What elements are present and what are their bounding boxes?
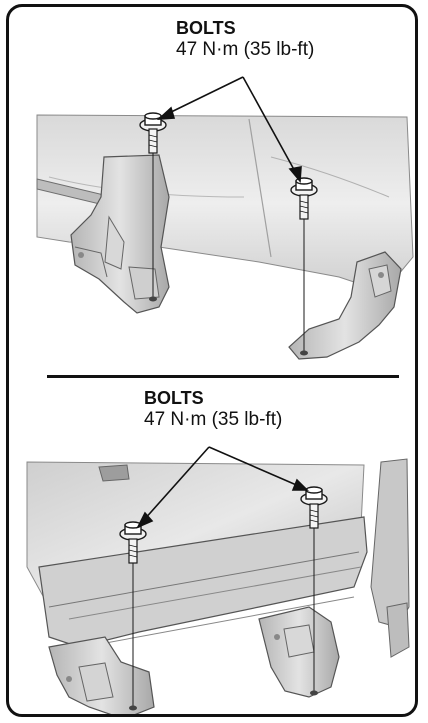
bottom-bolts-callout: BOLTS 47 N·m (35 lb-ft) xyxy=(144,388,282,431)
top-leader-arrows xyxy=(156,76,302,184)
diagram-frame: BOLTS 47 N·m (35 lb-ft) BOLTS 47 N·m (35… xyxy=(6,4,418,717)
top-bolts-label: BOLTS xyxy=(176,18,236,38)
seat-bolt-illustration xyxy=(26,76,414,714)
top-bolt-right xyxy=(290,177,318,356)
top-bolt-left xyxy=(139,112,167,302)
bottom-bolts-torque: 47 N·m (35 lb-ft) xyxy=(144,408,283,430)
top-panel-art xyxy=(36,76,414,360)
bottom-leader-arrows xyxy=(136,446,309,529)
bottom-right-seat-back xyxy=(370,458,410,628)
top-bolts-callout: BOLTS 47 N·m (35 lb-ft) xyxy=(176,18,314,61)
bottom-panel-art xyxy=(26,446,410,714)
bottom-bolt-left xyxy=(119,521,147,711)
top-bolts-torque: 47 N·m (35 lb-ft) xyxy=(176,38,315,60)
bottom-seat-frame xyxy=(38,516,368,648)
bottom-bolts-label: BOLTS xyxy=(144,388,204,408)
panel-divider xyxy=(47,375,399,378)
